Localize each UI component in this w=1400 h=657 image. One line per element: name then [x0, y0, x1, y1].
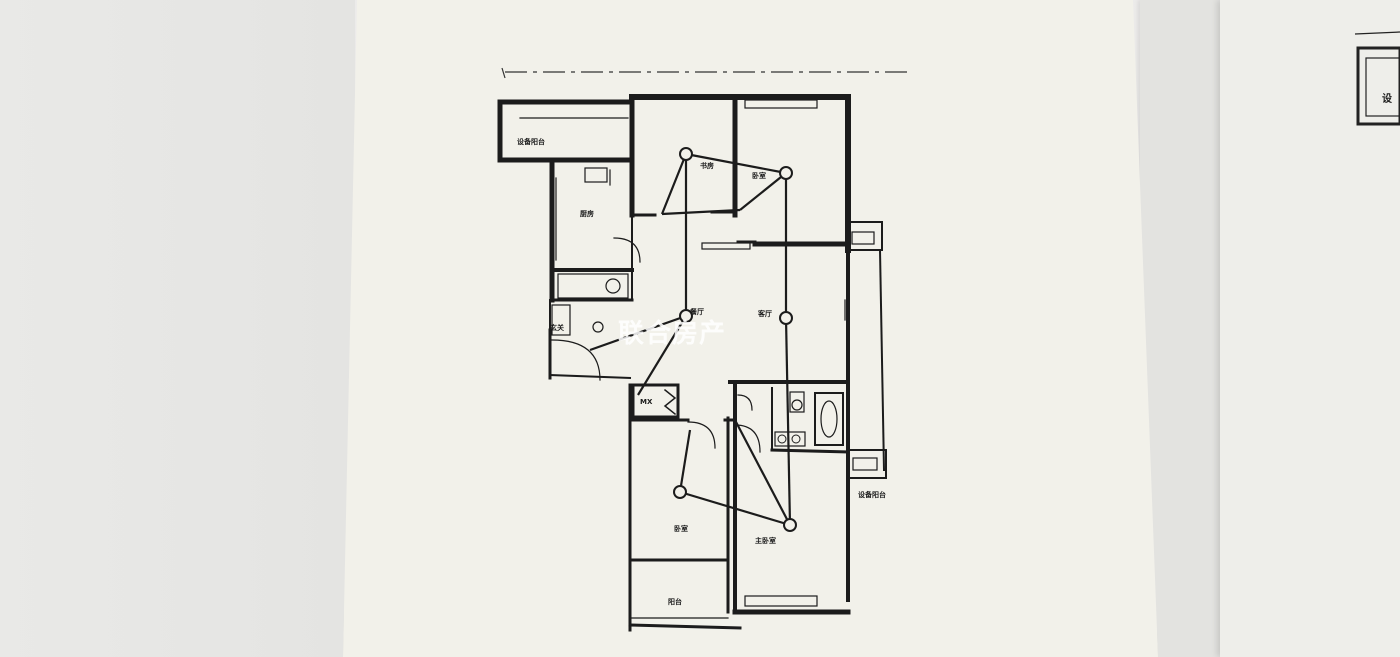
- room-label-study: 书房: [700, 161, 714, 170]
- network-node: [673, 485, 687, 499]
- room-label-master-bedroom: 主卧室: [755, 536, 776, 545]
- dimension-line: [501, 67, 910, 79]
- floor-plan-sheet: [343, 0, 1158, 657]
- room-label-equipment-balcony-right: 设备阳台: [858, 490, 886, 499]
- room-label-entry: 玄关: [550, 323, 564, 332]
- room-label-bedroom-bottom: 卧室: [674, 524, 688, 533]
- desk-surface-left: [0, 0, 355, 657]
- room-label-equipment-balcony: 设备阳台: [517, 137, 545, 146]
- right-sheet-plan-fragment: [1354, 31, 1400, 126]
- room-label-bedroom-top: 卧室: [752, 171, 766, 180]
- paper-sheet-far-right: [1220, 0, 1400, 657]
- network-node: [679, 147, 693, 161]
- room-label-living: 客厅: [757, 309, 772, 318]
- watermark-text: 联合房产: [618, 318, 726, 349]
- right-sheet-label: 设: [1382, 92, 1392, 105]
- room-label-kitchen: 厨房: [580, 209, 594, 218]
- room-label-dining: 餐厅: [689, 307, 704, 316]
- network-node: [779, 311, 793, 325]
- network-node: [783, 518, 797, 532]
- walls: [497, 94, 887, 632]
- network-node: [679, 309, 693, 323]
- room-label-balcony: 阳台: [668, 597, 682, 606]
- wiring-nodes: [673, 147, 797, 532]
- room-label-closet: MX: [640, 398, 653, 406]
- network-node: [779, 166, 793, 180]
- wiring-network: [589, 152, 792, 527]
